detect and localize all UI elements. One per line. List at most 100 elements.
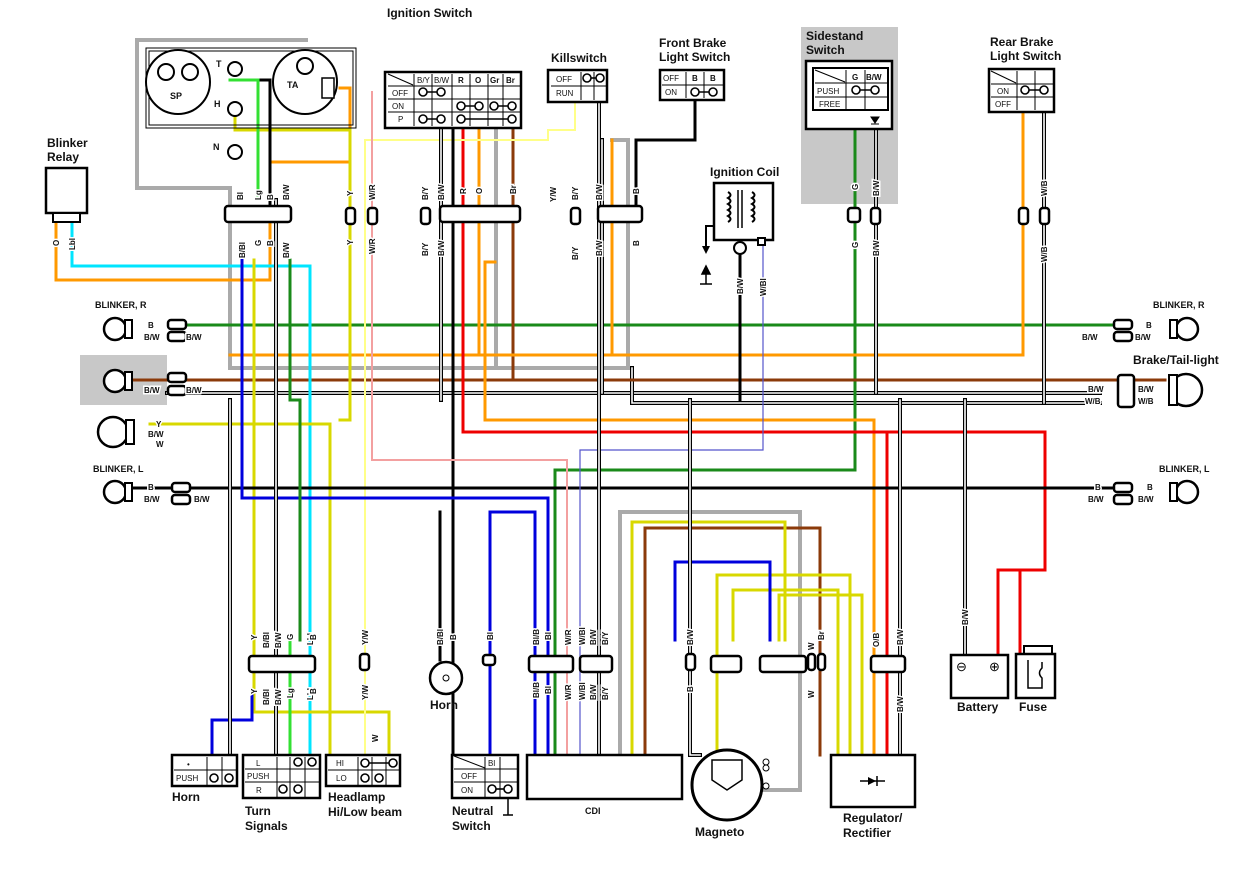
fuse[interactable]: Fuse	[1014, 645, 1057, 714]
front-position-lamp[interactable]	[102, 368, 133, 394]
connector-y	[344, 206, 357, 226]
brown-mag-wire	[643, 526, 822, 757]
wire-label-bw: B/W	[144, 333, 160, 342]
wire-label-wbl: W/Bl	[578, 682, 587, 700]
wire-label-bl: Bl	[544, 632, 553, 640]
blinker-r-front[interactable]: BLINKER, R	[95, 300, 147, 342]
front-brake-light-switch[interactable]: Front Brake Light Switch OFF ON B B	[658, 36, 730, 102]
hl-hi: HI	[336, 759, 344, 768]
t-label: T	[216, 59, 222, 69]
wire-label-wr: W/R	[368, 238, 377, 254]
wire-label-w: W	[156, 440, 164, 449]
wire-label-bw: B/W	[437, 184, 446, 200]
fb-off: OFF	[663, 74, 679, 83]
wire-label-b: B	[632, 240, 641, 246]
blinker-relay-title-2: Relay	[47, 150, 79, 164]
wire-label-wr: W/R	[564, 629, 573, 645]
cdi-unit[interactable]: CDI	[525, 753, 684, 816]
wire-label-bw: B/W	[589, 684, 598, 700]
connector-mag-w	[806, 652, 817, 672]
wire-label-wbl: W/Bl	[759, 278, 768, 296]
black-front-brake-wire	[634, 94, 697, 217]
connector-br-r-2	[166, 330, 188, 343]
horn[interactable]: Horn	[428, 660, 464, 712]
orange-main-wire	[228, 106, 1025, 357]
headlamp-switch[interactable]: HI LO Headlamp Hi/Low beam	[324, 753, 402, 819]
connector-cdi-2	[578, 654, 614, 674]
wire-label-g: G	[254, 240, 263, 246]
wire-label-wb: W/B	[1138, 397, 1154, 406]
horn-switch[interactable]: • PUSH Horn	[170, 753, 239, 804]
lbl-relay-wire	[70, 220, 312, 757]
wire-label-wb: W/B	[1040, 246, 1049, 262]
ns-col-bl: Bl	[488, 759, 495, 768]
battery[interactable]: ⊖ ⊕ Battery	[949, 653, 1010, 714]
sidestand-switch[interactable]: Sidestand Switch G B/W PUSH FREE	[804, 29, 894, 131]
wire-label-bw: B/W	[589, 629, 598, 645]
wire-label-by: B/Y	[571, 186, 580, 200]
red-fuse-wire	[996, 568, 1022, 657]
ts-push: PUSH	[247, 772, 269, 781]
yellow-front-wire	[148, 422, 332, 757]
wire-label-bw: B/W	[736, 278, 745, 294]
hl-label-1: Headlamp	[328, 790, 385, 804]
wire-label-bb: B/Bl	[238, 242, 247, 258]
brake-tail-light[interactable]: Brake/Tail-light	[1133, 353, 1219, 408]
wire-label-b: B	[686, 686, 695, 692]
connector-rl-1	[1112, 481, 1134, 494]
wire-label-b: B	[148, 321, 154, 330]
row-p: P	[398, 115, 403, 124]
wire-label-bw: B/W	[194, 495, 210, 504]
wire-label-bw: B/W	[282, 184, 291, 200]
wire-label-br: Br	[509, 185, 518, 194]
wire-label-r: R	[459, 188, 468, 194]
rear-brake-light-switch[interactable]: Rear Brake Light Switch ON OFF	[987, 35, 1061, 114]
headlight[interactable]	[96, 415, 135, 449]
wire-label-bb: B/Bl	[262, 689, 271, 705]
wire-label-bw: B/W	[282, 242, 291, 258]
yellow-mag1-wire	[630, 520, 787, 757]
connector-rear-o	[1017, 206, 1030, 226]
wire-label-ob: O/B	[872, 633, 881, 647]
wire-label-bl: Bl	[236, 192, 245, 200]
connector-bl-l-1	[170, 481, 192, 494]
yw-kill-wire	[364, 99, 576, 756]
orange-relay-wire	[54, 86, 352, 282]
green-side-wire	[553, 126, 857, 757]
magneto[interactable]: Magneto	[690, 748, 770, 839]
blinker-l-rear[interactable]: BLINKER, L	[1159, 464, 1210, 505]
sp-label: SP	[170, 91, 182, 101]
wire-label-b: B	[1095, 483, 1101, 492]
blinker-relay[interactable]: Blinker Relay	[44, 136, 89, 223]
wire-label-bw: B/W	[274, 689, 283, 705]
wire-label-bw: B/W	[896, 696, 905, 712]
connector-ign	[438, 204, 522, 224]
connector-by-kill	[569, 206, 582, 226]
blinker-l-rear-label: BLINKER, L	[1159, 464, 1210, 474]
blinker-r-rear-label: BLINKER, R	[1153, 300, 1205, 310]
col-o: O	[475, 76, 481, 85]
connector-kill	[596, 204, 644, 224]
wire-label-wr: W/R	[564, 684, 573, 700]
turn-signal-switch[interactable]: L PUSH R Turn Signals	[241, 753, 322, 833]
connector-handlebar	[247, 654, 317, 674]
wire-label-lbl: Lbl	[68, 238, 77, 250]
hl-lo: LO	[336, 774, 347, 783]
blue-mag-wire	[673, 560, 772, 642]
connector-reg	[869, 654, 907, 674]
blinker-l-front[interactable]: BLINKER, L	[93, 464, 144, 505]
blinker-r-rear[interactable]: BLINKER, R	[1153, 300, 1205, 342]
regulator-rectifier[interactable]: Regulator/ Rectifier	[829, 753, 917, 840]
killswitch[interactable]: Killswitch OFF RUN	[546, 51, 609, 104]
neutral-switch[interactable]: Bl OFF ON Neutral Switch	[450, 753, 520, 833]
ignition-coil[interactable]: Ignition Coil	[700, 165, 779, 285]
connector-tail-rear	[1116, 373, 1136, 409]
instrument-cluster: SP TA T H N	[145, 47, 357, 160]
wire-label-by: B/Y	[421, 186, 430, 200]
wire-label-bw: B/W	[1138, 495, 1154, 504]
ignition-switch[interactable]: Ignition Switch B/Y B/W R O Gr Br OFF ON…	[383, 6, 523, 130]
connector-rr-1	[1112, 318, 1134, 331]
col-r: R	[458, 76, 464, 85]
